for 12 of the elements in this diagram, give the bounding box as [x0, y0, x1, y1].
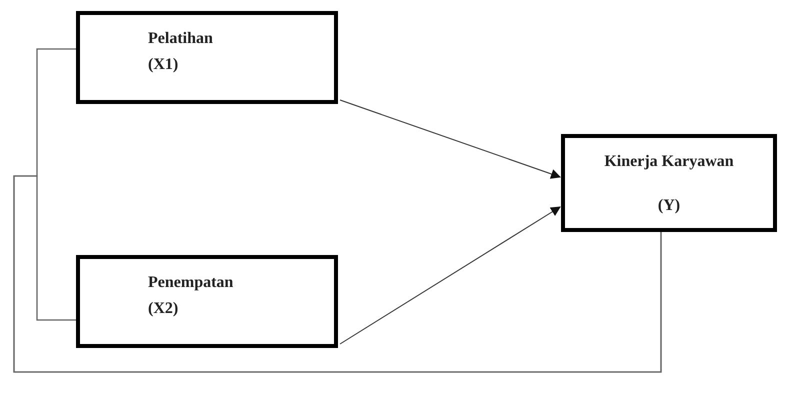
arrow: [340, 100, 561, 179]
variable-box: [76, 255, 338, 348]
variable-symbol: (X2): [148, 299, 178, 319]
variable-box: [561, 134, 777, 232]
variable-name: Pelatihan: [148, 29, 213, 49]
variable-name: Penempatan: [148, 273, 234, 293]
connector-line: [13, 175, 662, 373]
variable-name: Kinerja Karyawan: [604, 152, 734, 172]
variable-box: [76, 11, 338, 104]
variable-symbol: (Y): [658, 196, 680, 216]
variable-symbol: (X1): [148, 55, 178, 75]
arrow: [340, 206, 561, 344]
